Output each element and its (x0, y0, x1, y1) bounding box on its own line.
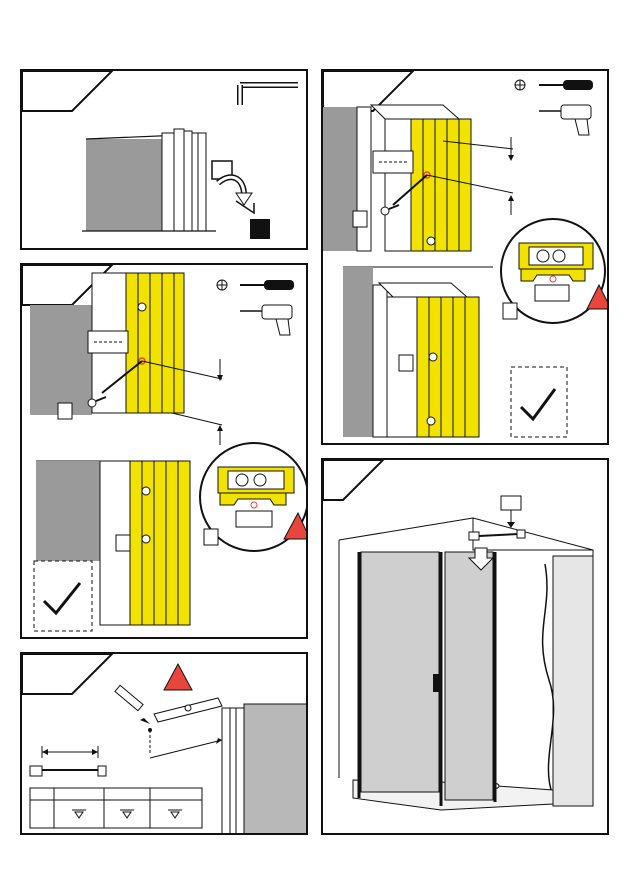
part-label-box (116, 535, 130, 551)
door-profile-yellow (417, 297, 479, 437)
power-drill-icon (539, 105, 591, 135)
filled-marker (250, 219, 270, 239)
power-drill-icon (240, 305, 292, 335)
measurement-table (30, 788, 202, 828)
pencil-icon (115, 685, 150, 724)
part-label-box (204, 529, 218, 545)
door-handle (433, 674, 439, 692)
wall (244, 704, 308, 834)
wall (36, 461, 100, 561)
wall (343, 267, 373, 437)
step-panel-2 (321, 69, 609, 445)
step-panel-1 (20, 69, 308, 250)
phillips-screwdriver-icon (515, 80, 593, 90)
step-tab (22, 654, 112, 694)
door-profile-yellow (411, 119, 471, 251)
glass-door-right (445, 552, 493, 800)
spirit-level-icon (154, 698, 222, 722)
step-panel-4 (321, 458, 609, 835)
phillips-screwdriver-icon (217, 280, 294, 290)
glass-door-left (361, 552, 439, 792)
side-wall (553, 556, 593, 806)
towel-bar-icon (30, 766, 106, 776)
allen-key-icon (240, 85, 298, 105)
part-label-box (399, 355, 413, 371)
step-panel-3 (20, 263, 308, 639)
door-profile-yellow (130, 461, 190, 625)
warning-triangle-icon (164, 664, 192, 690)
step-tab (22, 71, 112, 111)
part-label-box (503, 303, 517, 319)
wall (30, 305, 92, 415)
step-tab (323, 460, 383, 500)
wall (323, 107, 357, 251)
correct-result-box (511, 367, 567, 437)
door-profile (162, 129, 206, 231)
part-label-box (58, 403, 72, 419)
part-label-box (501, 496, 521, 510)
door-profile-yellow (126, 273, 184, 413)
part-label-box (353, 211, 367, 227)
wall-profile (222, 708, 244, 834)
step-panel-5 (20, 652, 308, 835)
glass-panel (86, 139, 170, 231)
correct-result-box (34, 561, 92, 631)
wall-bracket-icon (469, 530, 525, 540)
